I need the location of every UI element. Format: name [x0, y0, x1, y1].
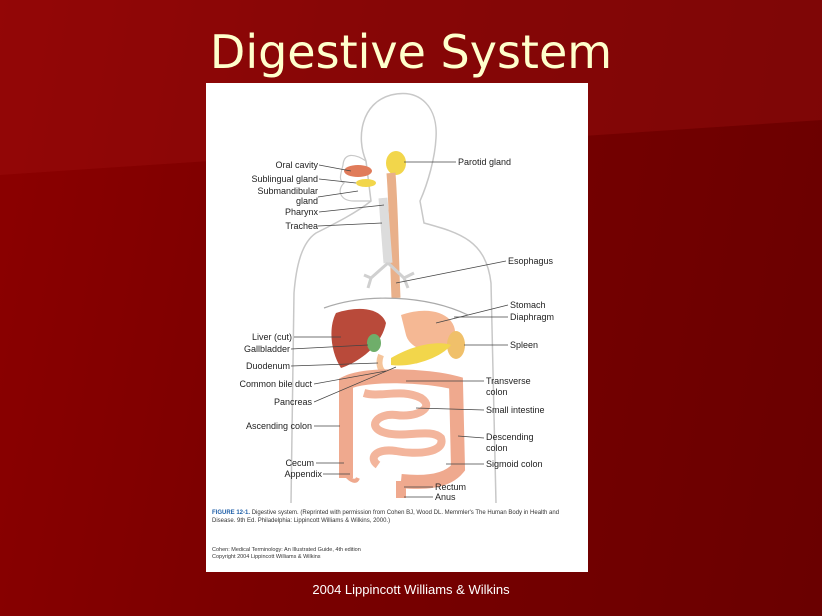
stomach [401, 310, 456, 352]
gallbladder [367, 334, 381, 352]
label-descending-colon: colon [486, 443, 508, 453]
body-outline [290, 92, 497, 503]
leader-lines-left [290, 164, 397, 475]
liver [331, 308, 386, 368]
label-rectum: Rectum [435, 482, 467, 492]
small-intestine [362, 389, 446, 469]
label-submandibular-gland: gland [295, 196, 318, 206]
pancreas [391, 343, 451, 366]
label-oral-cavity: Oral cavity [275, 160, 318, 170]
label-trachea: Trachea [285, 221, 318, 231]
label-parotid-gland: Parotid gland [458, 157, 512, 167]
label-appendix: Appendix [284, 469, 322, 479]
label-descending: Descending [486, 432, 534, 442]
leader-lines-right [395, 161, 509, 498]
parotid-gland [386, 151, 406, 175]
slide-footer: 2004 Lippincott Williams & Wilkins [312, 582, 510, 597]
label-pancreas: Pancreas [273, 397, 312, 407]
appendix [344, 473, 360, 483]
label-ascending-colon: Ascending colon [245, 421, 312, 431]
label-gallbladder: Gallbladder [243, 344, 290, 354]
spleen [447, 331, 465, 359]
label-transverse-colon: colon [486, 387, 508, 397]
credit-line-2: Copyright 2004 Lippincott Williams & Wil… [212, 554, 321, 560]
label-sublingual-gland: Sublingual gland [251, 174, 318, 184]
label-transverse: Transverse [486, 376, 531, 386]
label-small-intestine: Small intestine [486, 405, 545, 415]
large-intestine [339, 369, 466, 489]
label-duodenum: Duodenum [245, 361, 290, 371]
caption-heading: FIGURE 12-1. [212, 510, 251, 516]
figure-credit: Cohen: Medical Terminology: An Illustrat… [212, 547, 582, 561]
face-profile [339, 154, 371, 202]
anatomy-illustration [290, 92, 509, 503]
label-liver: Liver (cut) [251, 332, 292, 342]
diaphragm [323, 297, 469, 316]
label-diaphragm: Diaphragm [510, 312, 555, 322]
label-common-bile-duct: Common bile duct [239, 379, 312, 389]
label-submandibular: Submandibular [257, 186, 318, 196]
trachea [378, 197, 393, 264]
esophagus [386, 172, 401, 299]
label-anus: Anus [435, 492, 456, 502]
label-pharynx: Pharynx [284, 207, 318, 217]
digestive-system-figure: Oral cavity Sublingual gland Submandibul… [206, 83, 588, 572]
bronchi [363, 261, 415, 289]
caption-text: Digestive system. (Reprinted with permis… [212, 510, 560, 524]
slide-title: Digestive System [209, 25, 613, 79]
credit-line-1: Cohen: Medical Terminology: An Illustrat… [212, 547, 361, 553]
label-sigmoid-colon: Sigmoid colon [486, 459, 543, 469]
label-stomach: Stomach [510, 300, 546, 310]
label-cecum: Cecum [285, 458, 314, 468]
sublingual-gland [356, 179, 376, 187]
label-spleen: Spleen [510, 340, 539, 350]
label-esophagus: Esophagus [508, 256, 554, 266]
figure-caption: FIGURE 12-1. Digestive system. (Reprinte… [212, 509, 582, 525]
oral-cavity [344, 165, 372, 177]
